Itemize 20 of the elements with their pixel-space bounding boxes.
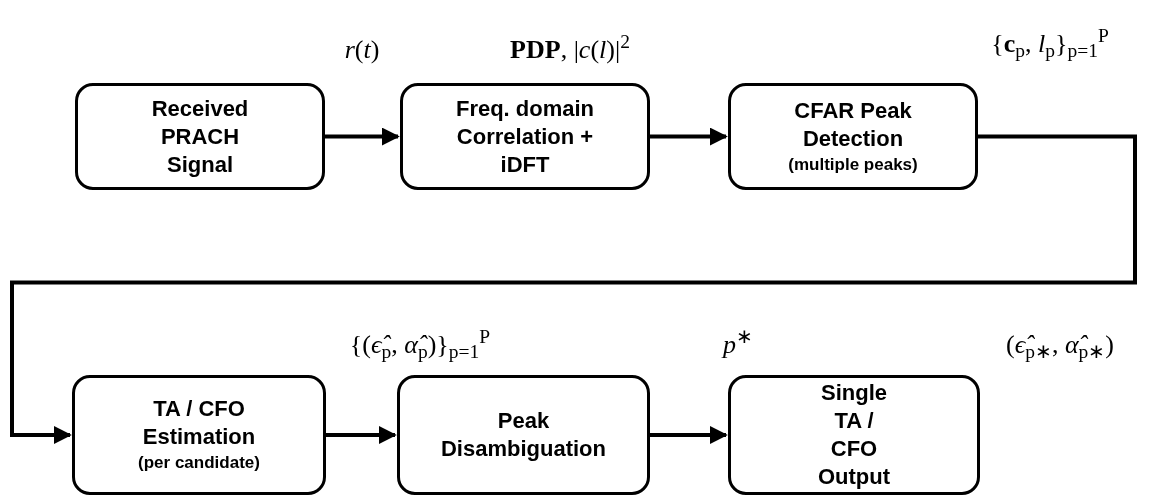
arrow: [650, 426, 728, 444]
arrow: [10, 134, 1137, 444]
process-box: [728, 83, 978, 190]
process-box: [728, 375, 980, 495]
arrow: [325, 127, 400, 146]
box-title: Freq. domain Correlation + iDFT: [454, 94, 596, 179]
box-title: TA / CFO Estimation: [141, 395, 257, 451]
box-note: (multiple peaks): [788, 153, 918, 176]
arrow: [326, 426, 397, 444]
process-box: [75, 83, 325, 190]
box-title: Received PRACH Signal: [150, 94, 250, 179]
box-note: (per candidate): [138, 452, 260, 474]
process-box: [72, 375, 326, 495]
arrow: [650, 127, 728, 146]
box-title: Peak Disambiguation: [440, 407, 607, 463]
math-label: (ϵ̂$_{p∗}$, α̂$_{p∗}$): [1006, 329, 1114, 361]
process-box: [400, 83, 650, 190]
box-title: CFAR Peak Detection: [793, 96, 913, 153]
box-title: Single TA / CFO Output: [816, 379, 892, 491]
process-box: [397, 375, 650, 495]
